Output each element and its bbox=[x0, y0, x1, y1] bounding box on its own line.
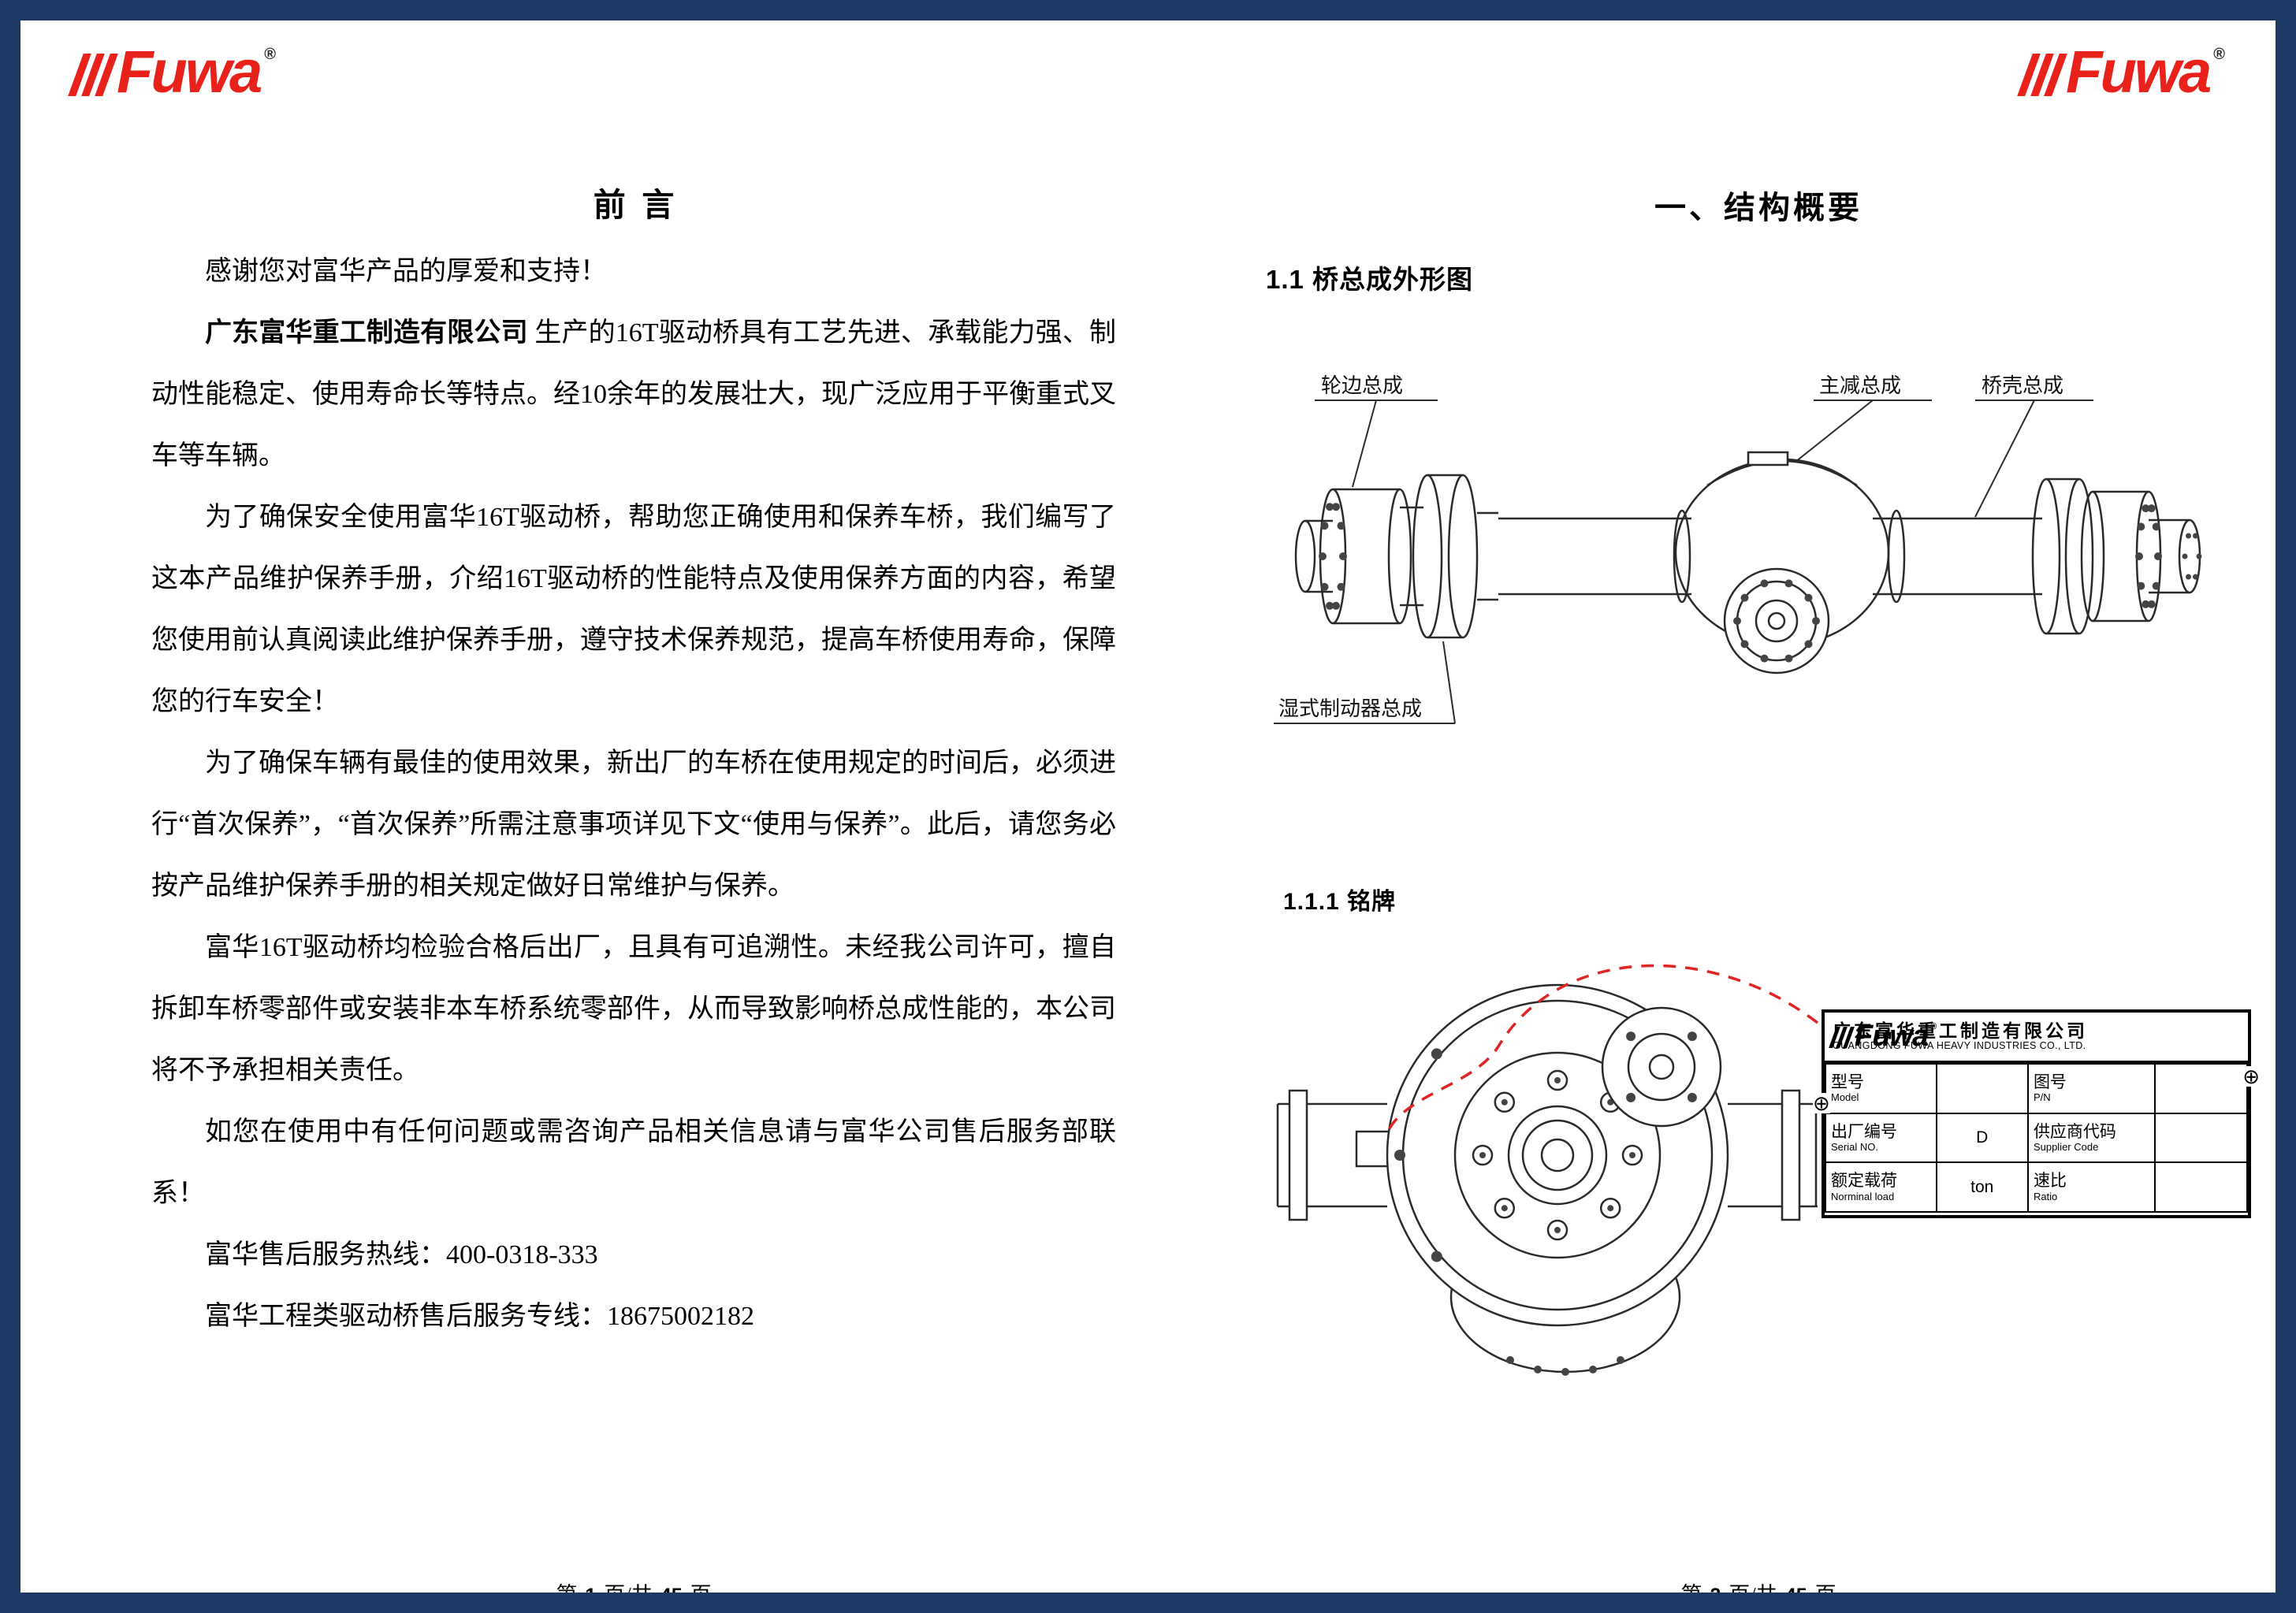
right-axle-arm bbox=[1728, 1089, 1818, 1221]
nameplate-fuwa-logo: Fuwa ® bbox=[1829, 1020, 1937, 1054]
hub-bolt-circle bbox=[2135, 504, 2202, 608]
footer-middle: 页/共 bbox=[1729, 1583, 1777, 1607]
paragraph-company-intro: 广东富华重工制造有限公司 生产的16T驱动桥具有工艺先进、承载能力强、制动性能稳… bbox=[151, 318, 1116, 470]
footer-suffix: 页 bbox=[690, 1583, 712, 1607]
paragraph-manual-purpose: 为了确保安全使用富华16T驱动桥，帮助您正确使用和保养车桥，我们编写了这本产品维… bbox=[151, 503, 1116, 716]
registered-trademark: ® bbox=[2213, 46, 2225, 63]
preface-title: 前言 bbox=[593, 187, 690, 223]
nameplate-company-cn: 广东富华重工制造有限公司 bbox=[1833, 1020, 2088, 1041]
paragraph-traceability: 富华16T驱动桥均检验合格后出厂，且具有可追溯性。未经我公司许可，擅自拆卸车桥零… bbox=[151, 933, 1116, 1085]
logo-stripes-icon bbox=[68, 54, 118, 96]
preface-body: 感谢您对富华产品的厚爱和支持！ 广东富华重工制造有限公司 生产的16T驱动桥具有… bbox=[151, 241, 1116, 1347]
diagram-callouts bbox=[1274, 400, 2093, 724]
logo-stripes-icon bbox=[2017, 54, 2067, 96]
axle-housing-left-arm bbox=[1498, 509, 1691, 604]
nameplate-company-en: GUANGDONG FUWA HEAVY INDUSTRIES CO., LTD… bbox=[1833, 1040, 2086, 1052]
left-wheel-hub bbox=[1294, 488, 1423, 625]
paragraph-hotline: 富华售后服务热线：400-0318-333 bbox=[205, 1240, 598, 1269]
fuwa-logo-right: Fuwa ® bbox=[2017, 39, 2225, 106]
hub-bolt-circle bbox=[1319, 503, 1347, 610]
plate-value-supplier-code bbox=[2153, 1112, 2249, 1164]
paragraph-engineering-hotline: 富华工程类驱动桥售后服务专线：18675002182 bbox=[205, 1302, 754, 1331]
plate-value-model bbox=[1935, 1063, 2029, 1114]
logo-stripes-icon bbox=[1829, 1027, 1855, 1049]
total-pages: 45 bbox=[1784, 1585, 1807, 1607]
section-heading-1-1-1: 1.1.1 铭牌 bbox=[1283, 889, 1397, 915]
paragraph-first-maintenance: 为了确保车辆有最佳的使用效果，新出厂的车桥在使用规定的时间后，必须进行“首次保养… bbox=[151, 749, 1116, 901]
mounting-hole-icon: ⊕ bbox=[2242, 1065, 2260, 1088]
section-heading-1-1: 1.1 桥总成外形图 bbox=[1266, 265, 1474, 294]
page-number: 2 bbox=[1710, 1585, 1721, 1607]
axle-housing-right-arm bbox=[1873, 509, 2042, 604]
fuwa-logo-left: Fuwa ® bbox=[68, 39, 276, 106]
paragraph-contact: 如您在使用中有任何问题或需咨询产品相关信息请与富华公司售后服务部联系！ bbox=[151, 1117, 1116, 1208]
diagram-label-axle-housing: 桥壳总成 bbox=[1982, 374, 2063, 397]
right-wheel-hub bbox=[2080, 490, 2202, 623]
chapter-title: 一、结构概要 bbox=[1654, 190, 1862, 225]
plate-value-ratio bbox=[2153, 1161, 2249, 1213]
diagram-label-wet-brake: 湿式制动器总成 bbox=[1278, 697, 1422, 720]
axle-front-view-diagram bbox=[1276, 964, 1819, 1376]
differential-flange bbox=[1723, 567, 1830, 675]
plate-value-pn bbox=[2153, 1063, 2249, 1114]
nameplate-header: Fuwa ® 广东富华重工制造有限公司 GUANGDONG FUWA HEAVY… bbox=[1825, 1013, 2248, 1063]
footer-prefix: 第 bbox=[1680, 1583, 1702, 1607]
paragraph-thanks: 感谢您对富华产品的厚爱和支持！ bbox=[205, 257, 607, 286]
diagram-label-main-reducer: 主减总成 bbox=[1819, 374, 1901, 397]
axle-front-drawing bbox=[1276, 983, 1818, 1376]
nameplate-diagram-region: Fuwa ® 广东富华重工制造有限公司 GUANGDONG FUWA HEAVY… bbox=[1266, 935, 2260, 1486]
nameplate-plate: Fuwa ® 广东富华重工制造有限公司 GUANGDONG FUWA HEAVY… bbox=[1813, 1009, 2260, 1218]
footer-middle: 页/共 bbox=[604, 1583, 653, 1607]
plate-value-serial: D bbox=[1935, 1112, 2029, 1164]
red-dashed-leader-line bbox=[1386, 964, 1819, 1132]
registered-trademark: ® bbox=[1930, 1022, 1937, 1032]
right-wet-brake bbox=[2031, 478, 2094, 635]
preface-column: 前言 感谢您对富华产品的厚爱和支持！ 广东富华重工制造有限公司 生产的16T驱动… bbox=[151, 178, 1116, 1347]
left-wet-brake bbox=[1412, 474, 1498, 639]
diagram-label-wheel-side: 轮边总成 bbox=[1321, 374, 1403, 397]
page-number: 1 bbox=[585, 1585, 597, 1607]
axle-assembly-diagram: 轮边总成 主减总成 桥壳总成 湿式制动器总成 bbox=[1274, 374, 2202, 724]
brake-actuator bbox=[1601, 1006, 1722, 1128]
logo-wordmark: Fuwa bbox=[117, 39, 262, 106]
logo-wordmark: Fuwa bbox=[1855, 1020, 1929, 1054]
mounting-hole-icon: ⊕ bbox=[1813, 1091, 1830, 1115]
footer-suffix: 页 bbox=[1814, 1583, 1836, 1607]
registered-trademark: ® bbox=[264, 46, 276, 63]
footer-prefix: 第 bbox=[556, 1583, 578, 1607]
logo-wordmark: Fuwa bbox=[2066, 39, 2212, 106]
axle-drawing bbox=[1294, 451, 2202, 675]
plate-value-load: ton bbox=[1935, 1161, 2029, 1213]
wheel-bolt-circle bbox=[1472, 1069, 1643, 1241]
total-pages: 45 bbox=[660, 1585, 683, 1607]
